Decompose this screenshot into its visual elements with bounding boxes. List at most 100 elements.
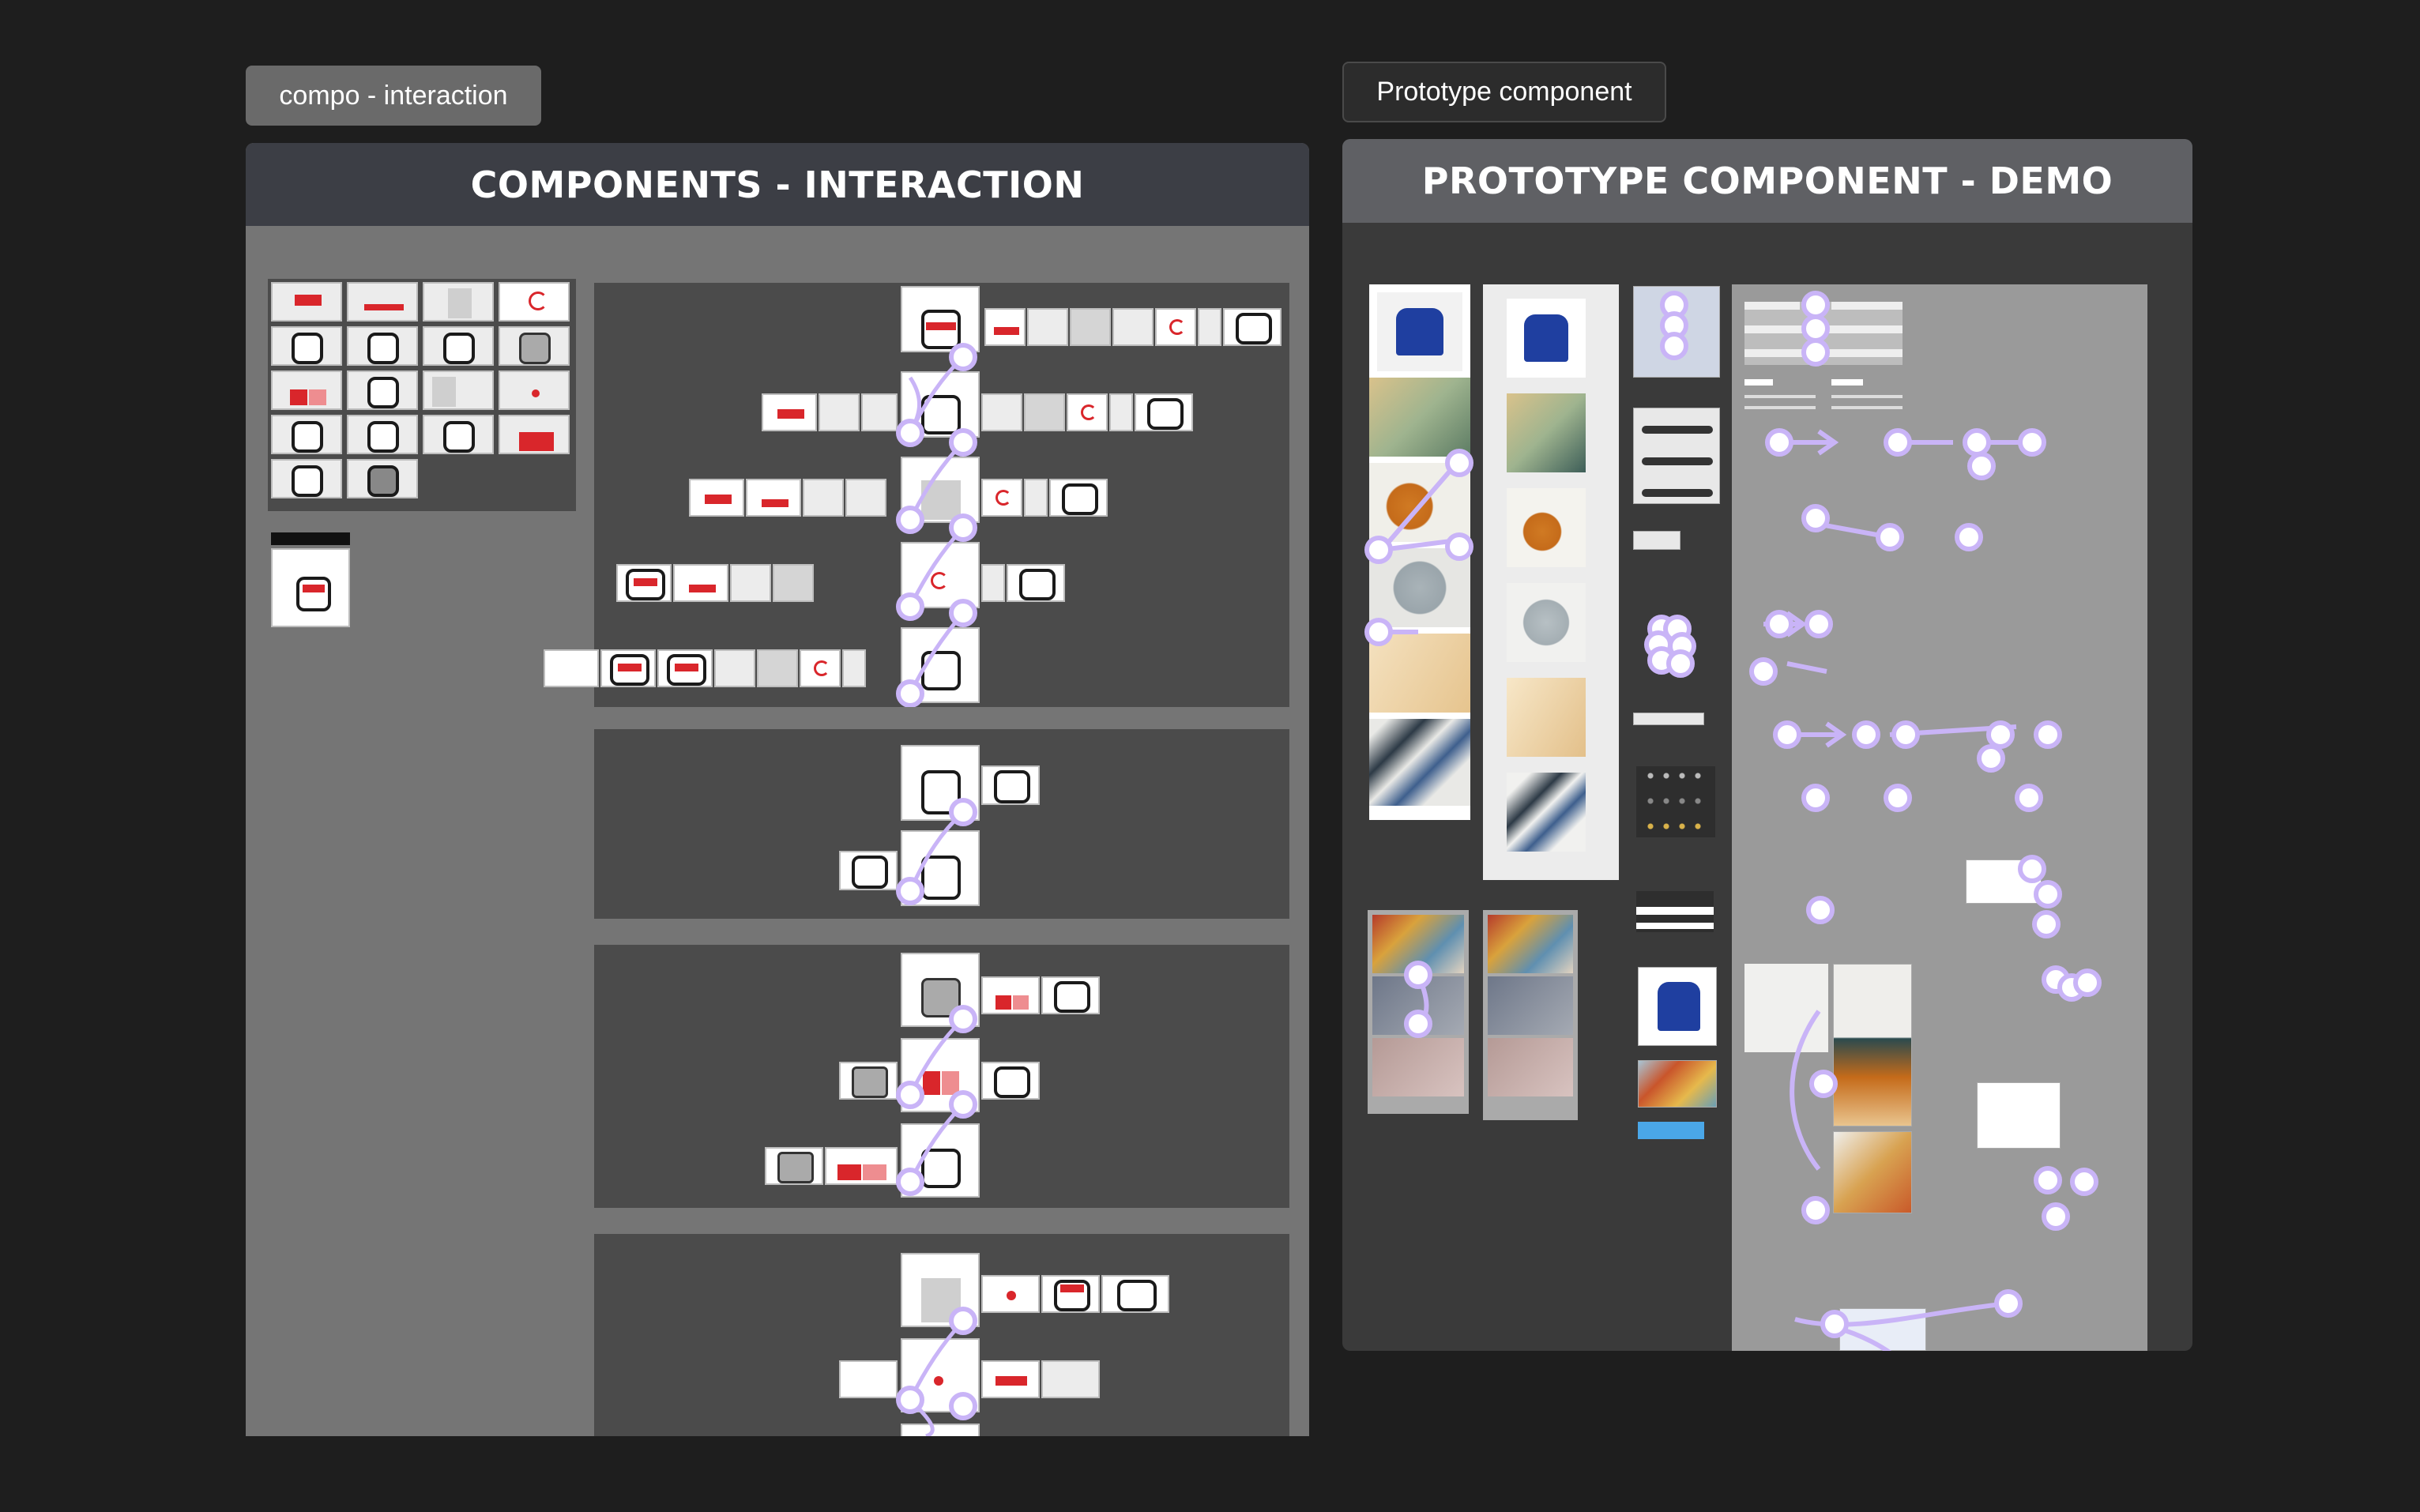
thumbnail[interactable] (423, 326, 494, 366)
component-card[interactable] (901, 542, 980, 608)
strip-frame[interactable] (845, 479, 886, 517)
component-card[interactable] (901, 1038, 980, 1112)
strip-frame[interactable] (981, 393, 1022, 431)
strip-frame[interactable] (746, 479, 801, 517)
image-grid-preview[interactable] (1744, 964, 1828, 1052)
component-card[interactable] (901, 1338, 980, 1412)
component-card[interactable] (901, 286, 980, 352)
chat-widget-preview[interactable] (1633, 286, 1720, 378)
strip-frame[interactable] (1101, 1275, 1169, 1313)
strip-frame[interactable] (765, 1147, 823, 1185)
strip-frame[interactable] (1223, 308, 1282, 346)
thumbnail[interactable] (347, 415, 418, 454)
strip-frame[interactable] (981, 976, 1040, 1014)
strip-frame[interactable] (1112, 308, 1154, 346)
component-card[interactable] (901, 371, 980, 438)
strip-frame[interactable] (616, 564, 672, 602)
thumbnail[interactable] (499, 282, 570, 322)
component-card[interactable] (901, 627, 980, 703)
strip-frame[interactable] (1198, 308, 1221, 346)
thumbnail[interactable] (271, 326, 342, 366)
toast-preview[interactable] (1638, 1122, 1704, 1139)
strip-frame[interactable] (825, 1147, 898, 1185)
strip-frame[interactable] (839, 851, 898, 890)
banner-card-preview[interactable] (1638, 1060, 1717, 1108)
component-card[interactable] (901, 830, 980, 906)
strip-frame[interactable] (1024, 393, 1065, 431)
strip-frame[interactable] (981, 564, 1005, 602)
strip-frame[interactable] (657, 649, 713, 687)
product-image-column-static[interactable] (1483, 284, 1619, 880)
component-card[interactable] (901, 457, 980, 523)
strip-frame[interactable] (1135, 393, 1193, 431)
stepper-widget-preview[interactable] (1633, 408, 1720, 504)
component-card[interactable] (901, 745, 980, 821)
strip-frame[interactable] (1041, 976, 1100, 1014)
thumbnail[interactable] (423, 282, 494, 322)
thumbnail[interactable] (271, 459, 342, 498)
strip-frame[interactable] (981, 765, 1040, 805)
strip-frame[interactable] (981, 479, 1022, 517)
thumbnail[interactable] (499, 326, 570, 366)
form-preview[interactable] (1744, 302, 1903, 365)
strip-frame[interactable] (842, 649, 866, 687)
strip-frame[interactable] (1109, 393, 1133, 431)
form-field-preview[interactable] (1636, 891, 1714, 932)
prototype-demo-panel[interactable] (1732, 284, 2147, 1351)
strip-frame[interactable] (981, 1360, 1040, 1398)
prototype-component-demo-frame[interactable]: PROTOTYPE COMPONENT - DEMO (1342, 139, 2192, 1351)
strip-frame[interactable] (773, 564, 814, 602)
left-frame-tag[interactable]: compo - interaction (246, 66, 541, 126)
components-interaction-frame[interactable]: COMPONENTS - INTERACTION (246, 143, 1309, 1436)
strip-frame[interactable] (673, 564, 728, 602)
thumbnail[interactable] (271, 282, 342, 322)
strip-frame[interactable] (1155, 308, 1196, 346)
strip-frame[interactable] (762, 393, 817, 431)
strip-frame[interactable] (544, 649, 599, 687)
image-grid-preview[interactable] (1833, 964, 1912, 1126)
strip-frame[interactable] (803, 479, 844, 517)
strip-frame[interactable] (861, 393, 898, 431)
strip-frame[interactable] (1024, 479, 1048, 517)
strip-frame[interactable] (819, 393, 860, 431)
strip-frame[interactable] (1041, 1360, 1100, 1398)
strip-frame[interactable] (714, 649, 755, 687)
strip-frame[interactable] (1007, 564, 1065, 602)
button-row-preview[interactable] (1633, 713, 1704, 725)
thumbnail[interactable] (499, 415, 570, 454)
thumbnail[interactable] (347, 282, 418, 322)
strip-frame[interactable] (730, 564, 771, 602)
strip-frame[interactable] (1049, 479, 1108, 517)
strip-frame[interactable] (1041, 1275, 1100, 1313)
chair-card-preview[interactable] (1638, 967, 1717, 1046)
component-card[interactable] (901, 1123, 980, 1198)
component-card[interactable] (901, 1253, 980, 1327)
strip-frame[interactable] (689, 479, 744, 517)
thumbnail[interactable] (499, 370, 570, 410)
thumbnail[interactable] (271, 415, 342, 454)
strip-frame[interactable] (839, 1062, 898, 1100)
bottom-list-preview[interactable] (1839, 1308, 1926, 1351)
mini-preview-card[interactable] (271, 548, 350, 627)
promo-banner-column-b[interactable] (1483, 910, 1578, 1120)
thumbnail[interactable] (347, 326, 418, 366)
strip-frame[interactable] (800, 649, 841, 687)
strip-frame[interactable] (839, 1360, 898, 1398)
thumbnail[interactable] (423, 370, 494, 410)
strip-frame[interactable] (1067, 393, 1108, 431)
thumbnail[interactable] (271, 370, 342, 410)
thumbnail[interactable] (347, 370, 418, 410)
promo-banner-column-a[interactable] (1368, 910, 1469, 1114)
color-swatch-preview[interactable] (1633, 531, 1680, 550)
strip-frame[interactable] (981, 1062, 1040, 1100)
strip-frame[interactable] (757, 649, 798, 687)
strip-frame[interactable] (1070, 308, 1111, 346)
image-grid-preview[interactable] (1833, 1131, 1912, 1213)
strip-frame[interactable] (981, 1275, 1040, 1313)
popup-card-preview[interactable] (1977, 1082, 2061, 1149)
product-image-column-interactive[interactable] (1369, 284, 1470, 820)
strip-frame[interactable] (1027, 308, 1068, 346)
component-card[interactable] (901, 953, 980, 1027)
right-frame-tag[interactable]: Prototype component (1342, 62, 1666, 122)
popup-card-preview[interactable] (1966, 859, 2042, 904)
